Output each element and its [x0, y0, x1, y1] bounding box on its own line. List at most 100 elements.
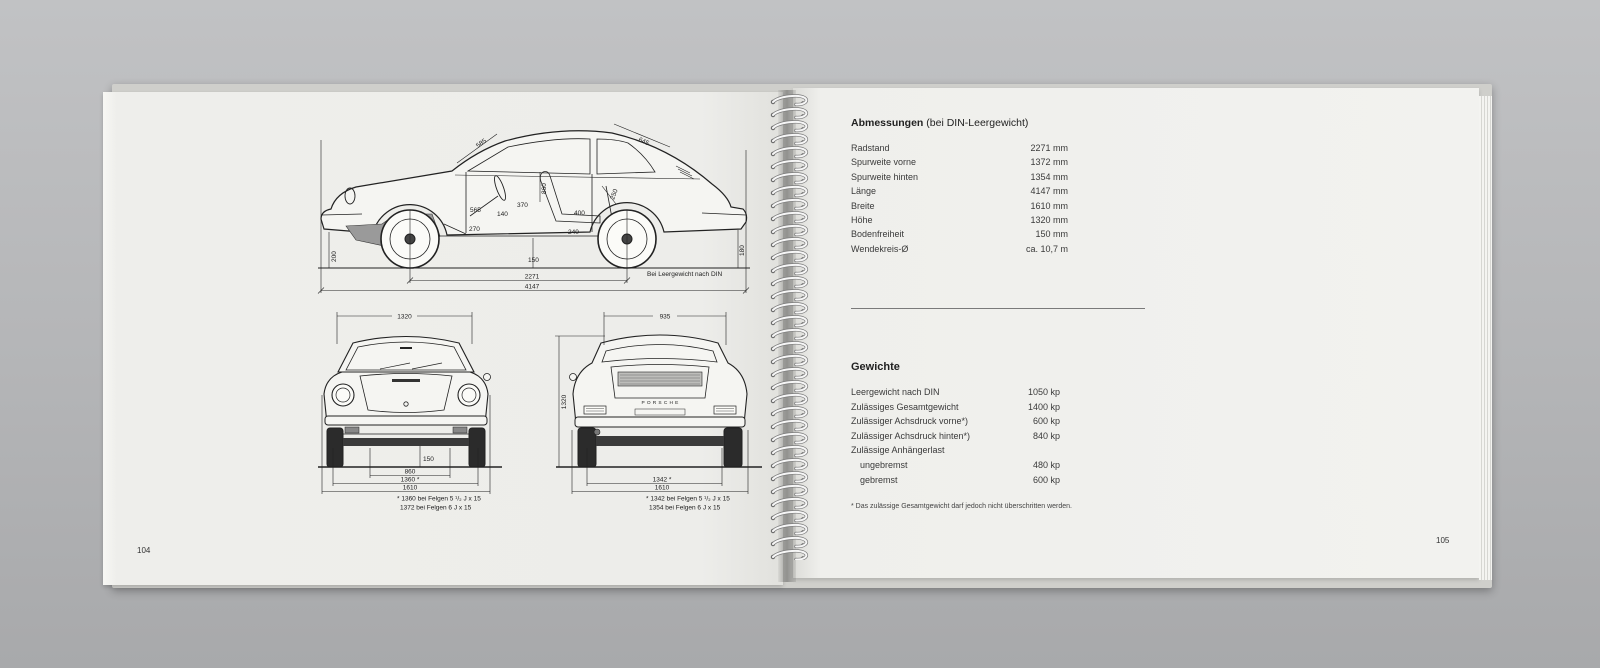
- front-view-dimensions: 1320 150 860 1360 * 1610 * 1360 bei Felg…: [321, 312, 491, 512]
- length-dimension-line: [317, 287, 750, 294]
- bottom-dimension-lines: [572, 483, 748, 492]
- front-right-tire: [468, 427, 486, 468]
- row-label: ungebremst: [860, 459, 908, 470]
- floor-line: [440, 223, 600, 237]
- dimension-label: 1610: [403, 485, 418, 492]
- dimensions-subtitle: (bei DIN-Leergewicht): [926, 117, 1029, 129]
- section-divider: [851, 308, 1145, 309]
- row-value: 1372 mm: [1030, 157, 1068, 168]
- row-value: 600 kp: [1032, 416, 1060, 427]
- dimension-label: 1320: [561, 394, 568, 409]
- left-page-number: 104: [137, 546, 151, 555]
- horn-grille-right: [452, 426, 468, 434]
- front-headlights: [331, 383, 481, 407]
- weights-footnote: * Das zulässige Gesamtgewicht darf jedoc…: [851, 503, 1072, 510]
- front-bumper: [324, 415, 488, 426]
- windshield: [345, 341, 467, 371]
- driver-seat: [539, 171, 601, 224]
- row-label: Zulässiges Gesamtgewicht: [851, 401, 959, 412]
- dimension-label: 240: [568, 229, 579, 236]
- license-plate-area: [634, 408, 686, 416]
- dimension-label: 645: [637, 136, 650, 147]
- front-view-drawing: [318, 336, 502, 468]
- dimension-label: 150: [528, 257, 539, 264]
- dimension-label: 565: [470, 207, 481, 214]
- row-value: 840 kp: [1032, 430, 1060, 441]
- dimension-label: 400: [574, 210, 585, 217]
- rear-bumper: [574, 416, 746, 428]
- rear-footnote-line: * 1342 bei Felgen 5 ¹/₂ J x 15: [646, 496, 730, 503]
- rear-quarter-window: [596, 138, 656, 175]
- spiral-binding: [766, 94, 812, 560]
- row-label: Wendekreis-Ø: [851, 243, 909, 254]
- row-label: gebremst: [860, 474, 898, 485]
- hood-badge: [403, 401, 409, 407]
- row-value: ca. 10,7 m: [1025, 243, 1068, 254]
- row-label: Leergewicht nach DIN: [851, 387, 940, 397]
- row-label: Bodenfreiheit: [851, 229, 905, 240]
- hood-trim: [392, 379, 420, 382]
- weights-heading: Gewichte: [851, 360, 900, 374]
- row-value: 480 kp: [1032, 459, 1060, 470]
- dimension-label: 150: [423, 456, 434, 463]
- row-label: Zulässiger Achsdruck hinten*): [851, 430, 971, 441]
- small-dimension-lines: [328, 123, 739, 268]
- extension-lines: [555, 312, 749, 494]
- side-mirror: [569, 373, 577, 381]
- dimension-label: 1610: [655, 485, 670, 492]
- front-undercarriage: [343, 438, 469, 446]
- row-value: 4147 mm: [1030, 186, 1068, 197]
- table-row: ungebremst 480 kp: [851, 458, 1060, 473]
- table-row: Spurweite hinten 1354 mm: [851, 170, 1068, 184]
- rear-window: [601, 344, 718, 363]
- engine-lid: [610, 364, 710, 399]
- bottom-dimension-lines: [322, 475, 490, 492]
- front-bumper-line: [321, 213, 363, 216]
- row-label: Spurweite hinten: [851, 171, 919, 182]
- dimension-label: 140: [497, 211, 508, 218]
- weights-title: Gewichte: [851, 361, 900, 373]
- front-footnote-line: 1372 bei Felgen 6 J x 15: [400, 505, 472, 512]
- dimension-label: 200: [331, 251, 338, 262]
- page-stack-edge: [1479, 96, 1492, 580]
- row-value: 2271 mm: [1030, 143, 1068, 153]
- dimension-label: 270: [469, 226, 480, 233]
- porsche-lettering: PORSCHE: [641, 400, 680, 406]
- steering-wheel: [494, 175, 506, 201]
- rear-footnote-line: 1354 bei Felgen 6 J x 15: [649, 505, 721, 512]
- engine-vents: [675, 165, 695, 180]
- row-value: 1320 mm: [1030, 214, 1068, 225]
- row-label: Breite: [851, 200, 875, 211]
- taillights: [583, 405, 737, 415]
- weight-condition-note: Bei Leergewicht nach DIN: [647, 271, 722, 278]
- wheelbase-label: 2271: [525, 274, 540, 281]
- steering-column: [469, 195, 499, 217]
- front-left-tire: [326, 427, 344, 468]
- side-view-dimensions: 585 645 860 370 565 250 140 400 270 240 …: [317, 123, 750, 294]
- dimension-label: 585: [475, 137, 488, 149]
- dimension-label: 1320: [397, 313, 412, 320]
- dimension-label: 250: [609, 188, 619, 201]
- side-body-outline: [320, 130, 748, 236]
- exhaust-pipe: [593, 428, 601, 436]
- table-row: Zulässiger Achsdruck vorne*) 600 kp: [851, 414, 1060, 429]
- row-value: 600 kp: [1032, 474, 1060, 485]
- row-label: Zulässiger Achsdruck vorne*): [851, 416, 969, 427]
- row-value: 1354 mm: [1030, 171, 1068, 182]
- row-label: Höhe: [851, 214, 873, 225]
- spiral-coils: [766, 94, 812, 560]
- side-window: [466, 138, 591, 175]
- length-label: 4147: [525, 284, 540, 291]
- row-label: Radstand: [851, 143, 890, 153]
- dimension-label: 1342 *: [653, 477, 672, 484]
- extension-lines: [320, 140, 747, 293]
- rear-bumper-line: [701, 212, 747, 216]
- table-row: Zulässiger Achsdruck hinten*) 840 kp: [851, 429, 1060, 444]
- engine-grille: [617, 371, 703, 387]
- horn-grille-left: [344, 426, 360, 434]
